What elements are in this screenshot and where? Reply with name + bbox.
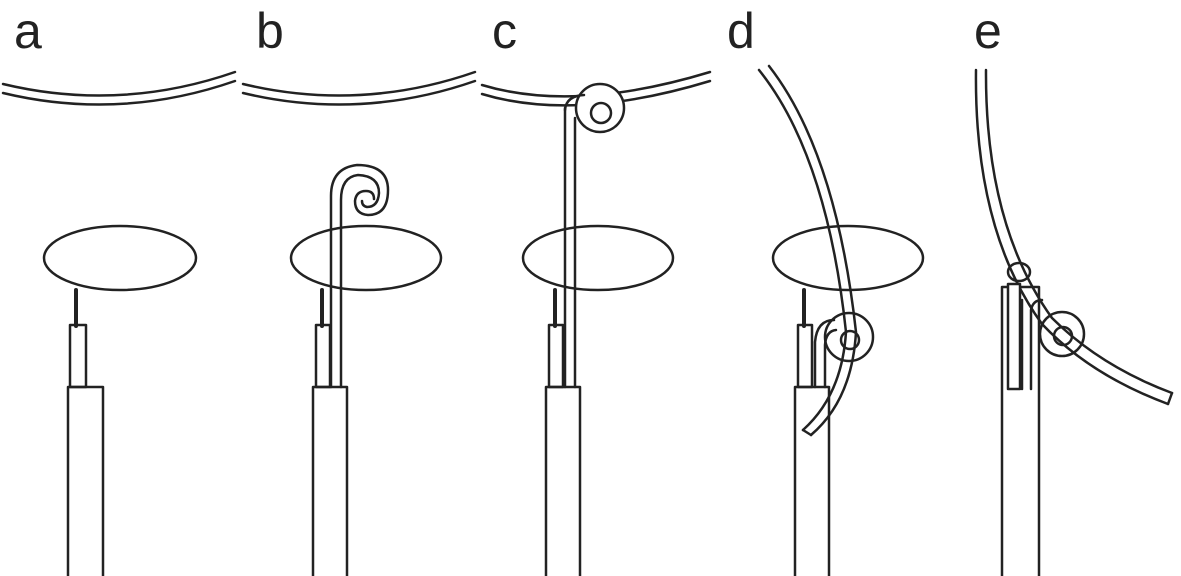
oval-target <box>771 224 925 292</box>
outer-shaft <box>66 385 105 576</box>
panel-c <box>480 70 712 576</box>
panel-e <box>974 68 1174 576</box>
curled-guidewire <box>329 163 390 389</box>
panel-label-c: c <box>492 3 517 59</box>
suture-thread <box>757 64 858 437</box>
inner-sheath <box>796 323 814 389</box>
guidewire-hook <box>1020 298 1044 391</box>
oval-target <box>42 224 198 292</box>
inner-sheath <box>1006 282 1022 391</box>
panel-b <box>241 70 477 576</box>
oval-target <box>289 224 443 292</box>
panel-label-d: d <box>727 3 755 59</box>
loop-around-thread <box>1006 261 1086 358</box>
suture-thread <box>241 70 477 106</box>
panel-a <box>1 70 237 576</box>
outer-shaft <box>544 385 582 576</box>
inner-sheath <box>68 323 88 389</box>
panel-label-a: a <box>14 3 42 59</box>
outer-shaft <box>793 385 831 576</box>
panel-label-e: e <box>974 3 1002 59</box>
panel-label-b: b <box>256 3 284 59</box>
guidewire-loop-on-thread <box>563 82 626 389</box>
inner-sheath <box>314 323 332 389</box>
inner-sheath <box>547 323 565 389</box>
oval-target <box>521 224 675 292</box>
loop-around-thread <box>823 311 875 363</box>
suture-thread <box>1 70 237 106</box>
panel-d <box>757 64 925 576</box>
outer-shaft <box>311 385 349 576</box>
